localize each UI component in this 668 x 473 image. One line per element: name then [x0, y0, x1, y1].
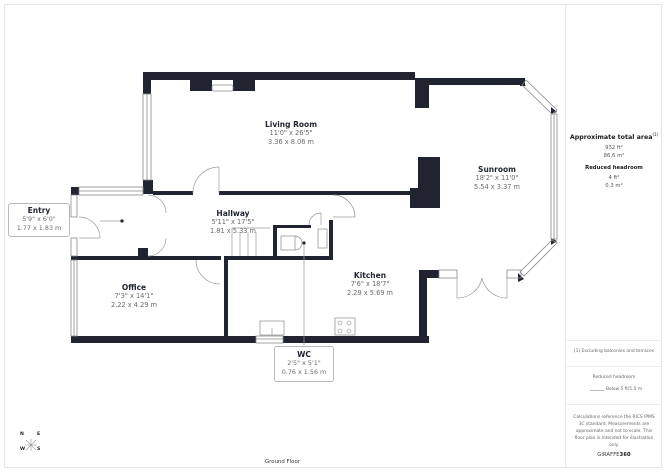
- walls: [71, 72, 557, 343]
- room-name: Entry: [27, 206, 51, 215]
- compass-north: N: [20, 432, 24, 437]
- reduced-headroom-m: 0.3 m²: [605, 183, 623, 190]
- room-name: Hallway: [216, 209, 250, 218]
- compass-west: W: [20, 447, 26, 452]
- room-name: Kitchen: [353, 271, 387, 280]
- legend-value: Below 5 ft/1.5 m: [606, 387, 643, 392]
- divider: [566, 340, 662, 341]
- room-label-sunroom: Sunroom 18'2" x 11'0" 5.54 x 3.37 m: [474, 165, 520, 192]
- disclaimer: Calculations reference the RICS IPMS 3C …: [573, 415, 655, 448]
- room-dim-imperial: 7'3" x 14'1": [114, 292, 154, 300]
- room-dim-metric: 3.36 x 8.06 m: [268, 138, 314, 146]
- compass-east: E: [37, 432, 41, 437]
- room-dim-metric: 5.54 x 3.37 m: [474, 183, 520, 191]
- info-sidebar: Approximate total area(1) 932 ft² 86.6 m…: [565, 4, 662, 468]
- room-label-kitchen: Kitchen 7'6" x 18'7" 2.29 x 5.69 m: [347, 271, 393, 298]
- room-dim-imperial: 7'6" x 18'7": [350, 280, 390, 288]
- floor-label: Ground Floor: [265, 459, 300, 465]
- compass: N E W S: [20, 432, 44, 458]
- reduced-headroom-ft: 4 ft²: [608, 175, 620, 182]
- page-frame: [4, 4, 662, 468]
- fixtures: [120, 219, 356, 336]
- room-dim-imperial: 2'5" x 5'1": [287, 359, 321, 367]
- room-dim-imperial: 11'0" x 26'5": [269, 129, 313, 137]
- room-dim-imperial: 5'9" x 6'0": [22, 215, 56, 223]
- compass-south: S: [37, 447, 41, 452]
- divider: [566, 404, 662, 405]
- room-dim-metric: 1.77 x 1.83 m: [16, 224, 62, 232]
- room-name: Office: [121, 283, 147, 292]
- brand-logo: GIRAFFE360: [597, 452, 631, 458]
- total-area-m: 86.6 m²: [603, 153, 625, 160]
- room-dim-imperial: 18'2" x 11'0": [475, 174, 519, 182]
- room-dim-metric: 2.22 x 4.29 m: [111, 301, 157, 309]
- room-name: Sunroom: [478, 165, 516, 174]
- room-dim-metric: 1.81 x 5.33 m: [210, 227, 256, 235]
- legend-title: Reduced headroom: [592, 375, 636, 380]
- windows: [70, 79, 558, 344]
- legend-line-swatch: [590, 390, 604, 391]
- doors: [78, 166, 508, 345]
- total-area-ft: 932 ft²: [605, 145, 623, 152]
- room-name: Living Room: [264, 120, 318, 129]
- room-label-office: Office 7'3" x 14'1" 2.22 x 4.29 m: [111, 283, 157, 310]
- room-name: WC: [297, 350, 311, 359]
- room-label-hallway: Hallway 5'11" x 17'5" 1.81 x 5.33 m: [210, 209, 256, 236]
- divider: [566, 366, 662, 367]
- room-callout-wc: WC 2'5" x 5'1" 0.76 x 1.56 m: [274, 346, 334, 382]
- room-label-living-room: Living Room 11'0" x 26'5" 3.36 x 8.06 m: [265, 120, 317, 147]
- area-summary: Approximate total area(1) 932 ft² 86.6 m…: [566, 132, 662, 190]
- reduced-headroom-title: Reduced headroom: [585, 165, 643, 172]
- compass-lines: [25, 439, 37, 451]
- total-area-title: Approximate total area(1): [569, 132, 659, 142]
- room-dim-metric: 0.76 x 1.56 m: [281, 368, 327, 376]
- room-dim-metric: 2.29 x 5.69 m: [347, 289, 393, 297]
- footnote: (1) Excluding balconies and terraces: [573, 349, 655, 354]
- room-callout-entry: Entry 5'9" x 6'0" 1.77 x 1.83 m: [8, 203, 70, 237]
- room-dim-imperial: 5'11" x 17'5": [211, 218, 255, 226]
